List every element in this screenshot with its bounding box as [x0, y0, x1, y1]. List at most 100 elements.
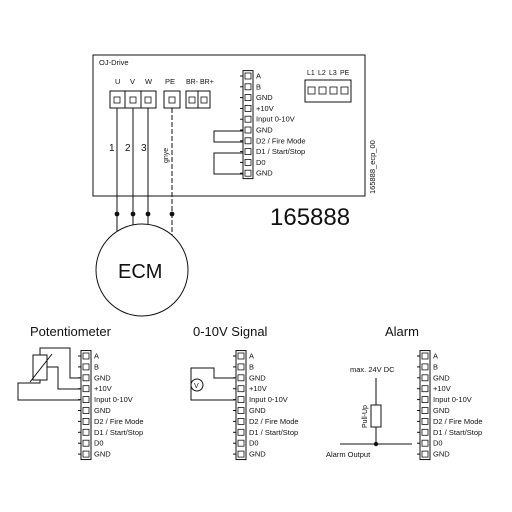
terminal-label: +10V — [249, 384, 267, 393]
terminal-label: D1 / Start/Stop — [433, 428, 482, 437]
terminal-label: GND — [249, 406, 266, 415]
terminal-label: D2 / Fire Mode — [256, 136, 306, 145]
phase-number-2: 2 — [125, 143, 131, 154]
terminal-strip-body — [235, 350, 247, 461]
terminal-label: GND — [256, 126, 273, 135]
alarm-output-label: Alarm Output — [326, 450, 371, 459]
jumper-wires — [213, 130, 243, 175]
terminal-label: GND — [433, 406, 450, 415]
control-terminal-strip-signal: AB GND +10V Input 0-10V GND D2 / Fire Mode D1 … — [233, 350, 299, 461]
terminal-label: GND — [256, 169, 273, 178]
supply-label-pe: PE — [340, 70, 350, 77]
terminal-pin — [244, 115, 252, 123]
motor-label: ECM — [118, 261, 162, 283]
terminal-pin — [421, 428, 429, 436]
terminal-pin — [244, 105, 252, 112]
plus-10v-wire — [47, 366, 80, 390]
terminal-pin — [244, 137, 252, 145]
terminal-pin — [244, 148, 252, 156]
terminal-label: A — [256, 72, 261, 81]
terminal-label: GND — [249, 373, 266, 382]
terminal-pin — [82, 407, 90, 414]
terminal-label: GND — [94, 406, 111, 415]
terminal-pin — [237, 363, 245, 371]
terminal-pin — [82, 439, 90, 447]
terminal-pin — [237, 352, 245, 360]
terminal-pin — [244, 169, 252, 177]
signal-section: 0-10V Signal V — [190, 324, 268, 401]
terminal-pin — [237, 396, 245, 404]
terminal-pin — [82, 450, 90, 458]
drive-unit: OJ-Drive U V W PE BR- BR+ L1 L2 L3 — [92, 54, 377, 231]
terminal-label: A — [433, 352, 438, 361]
potentiometer-title: Potentiometer — [30, 324, 112, 339]
terminal-label: +10V — [433, 384, 451, 393]
supply-label-l3: L3 — [329, 70, 337, 77]
alarm-title: Alarm — [385, 324, 419, 339]
terminal-pin — [82, 385, 90, 393]
signal-wires — [190, 367, 235, 401]
gnd-wire — [17, 380, 80, 401]
terminal-label: +10V — [256, 104, 274, 113]
terminal-label: B — [94, 362, 99, 371]
terminal-pin — [237, 407, 245, 414]
terminal-pin — [237, 428, 245, 436]
alarm-supply-label: max. 24V DC — [350, 365, 395, 374]
drive-code: 165888 — [270, 204, 350, 231]
terminal-pin — [421, 352, 429, 360]
drive-enclosure — [92, 54, 366, 197]
terminal-pin — [82, 396, 90, 404]
terminal-pin — [82, 428, 90, 436]
terminal-pin — [244, 72, 252, 80]
terminal-pin — [421, 385, 429, 393]
terminal-label: B — [249, 362, 254, 371]
motor-cables — [114, 108, 175, 244]
terminal-pin — [421, 363, 429, 371]
terminal-pin — [421, 439, 429, 447]
brake-terminal-block — [185, 90, 211, 109]
phase-number-3: 3 — [141, 143, 147, 154]
terminal-label: B — [256, 82, 261, 91]
terminal-label: Input 0-10V — [249, 395, 288, 404]
supply-label-l1: L1 — [307, 70, 315, 77]
terminal-pin — [421, 396, 429, 404]
signal-title: 0-10V Signal — [193, 324, 268, 339]
terminal-label: D1 / Start/Stop — [249, 428, 298, 437]
supply-label-l2: L2 — [318, 70, 326, 77]
terminal-label: D2 / Fire Mode — [249, 417, 299, 426]
terminal-pin — [421, 407, 429, 414]
terminal-label: B — [433, 362, 438, 371]
terminal-strip-body — [242, 70, 254, 180]
terminal-label: GND — [94, 450, 111, 459]
terminal-label: Input 0-10V — [256, 115, 295, 124]
motor-terminal-block — [109, 90, 157, 109]
terminal-label: GND — [249, 450, 266, 459]
terminal-label-brake: BR- BR+ — [186, 79, 214, 86]
motor-circle — [95, 223, 189, 317]
pullup-resistor — [370, 404, 382, 428]
terminal-pin — [244, 126, 252, 134]
terminal-pin — [82, 374, 90, 382]
wiper-wire — [39, 347, 80, 379]
terminal-label: GND — [433, 450, 450, 459]
earth-wire-label: gnye — [163, 148, 170, 163]
terminal-label: A — [249, 352, 254, 361]
terminal-label: GND — [433, 373, 450, 382]
drive-doc-ref: 165888_ecp_00 — [368, 140, 377, 194]
alarm-section: Alarm max. 24V DC Pull-Up Alarm Output — [326, 324, 419, 459]
terminal-label-u: U — [115, 77, 120, 86]
pe-terminal-block — [163, 90, 181, 109]
terminal-label: A — [94, 352, 99, 361]
terminal-label: D0 — [433, 439, 443, 448]
terminal-pin — [237, 439, 245, 447]
terminal-pin — [237, 374, 245, 382]
terminal-label: GND — [256, 93, 273, 102]
terminal-pin — [237, 417, 245, 425]
terminal-pin — [237, 450, 245, 458]
terminal-label: Input 0-10V — [94, 395, 133, 404]
terminal-label: D1 / Start/Stop — [94, 428, 143, 437]
